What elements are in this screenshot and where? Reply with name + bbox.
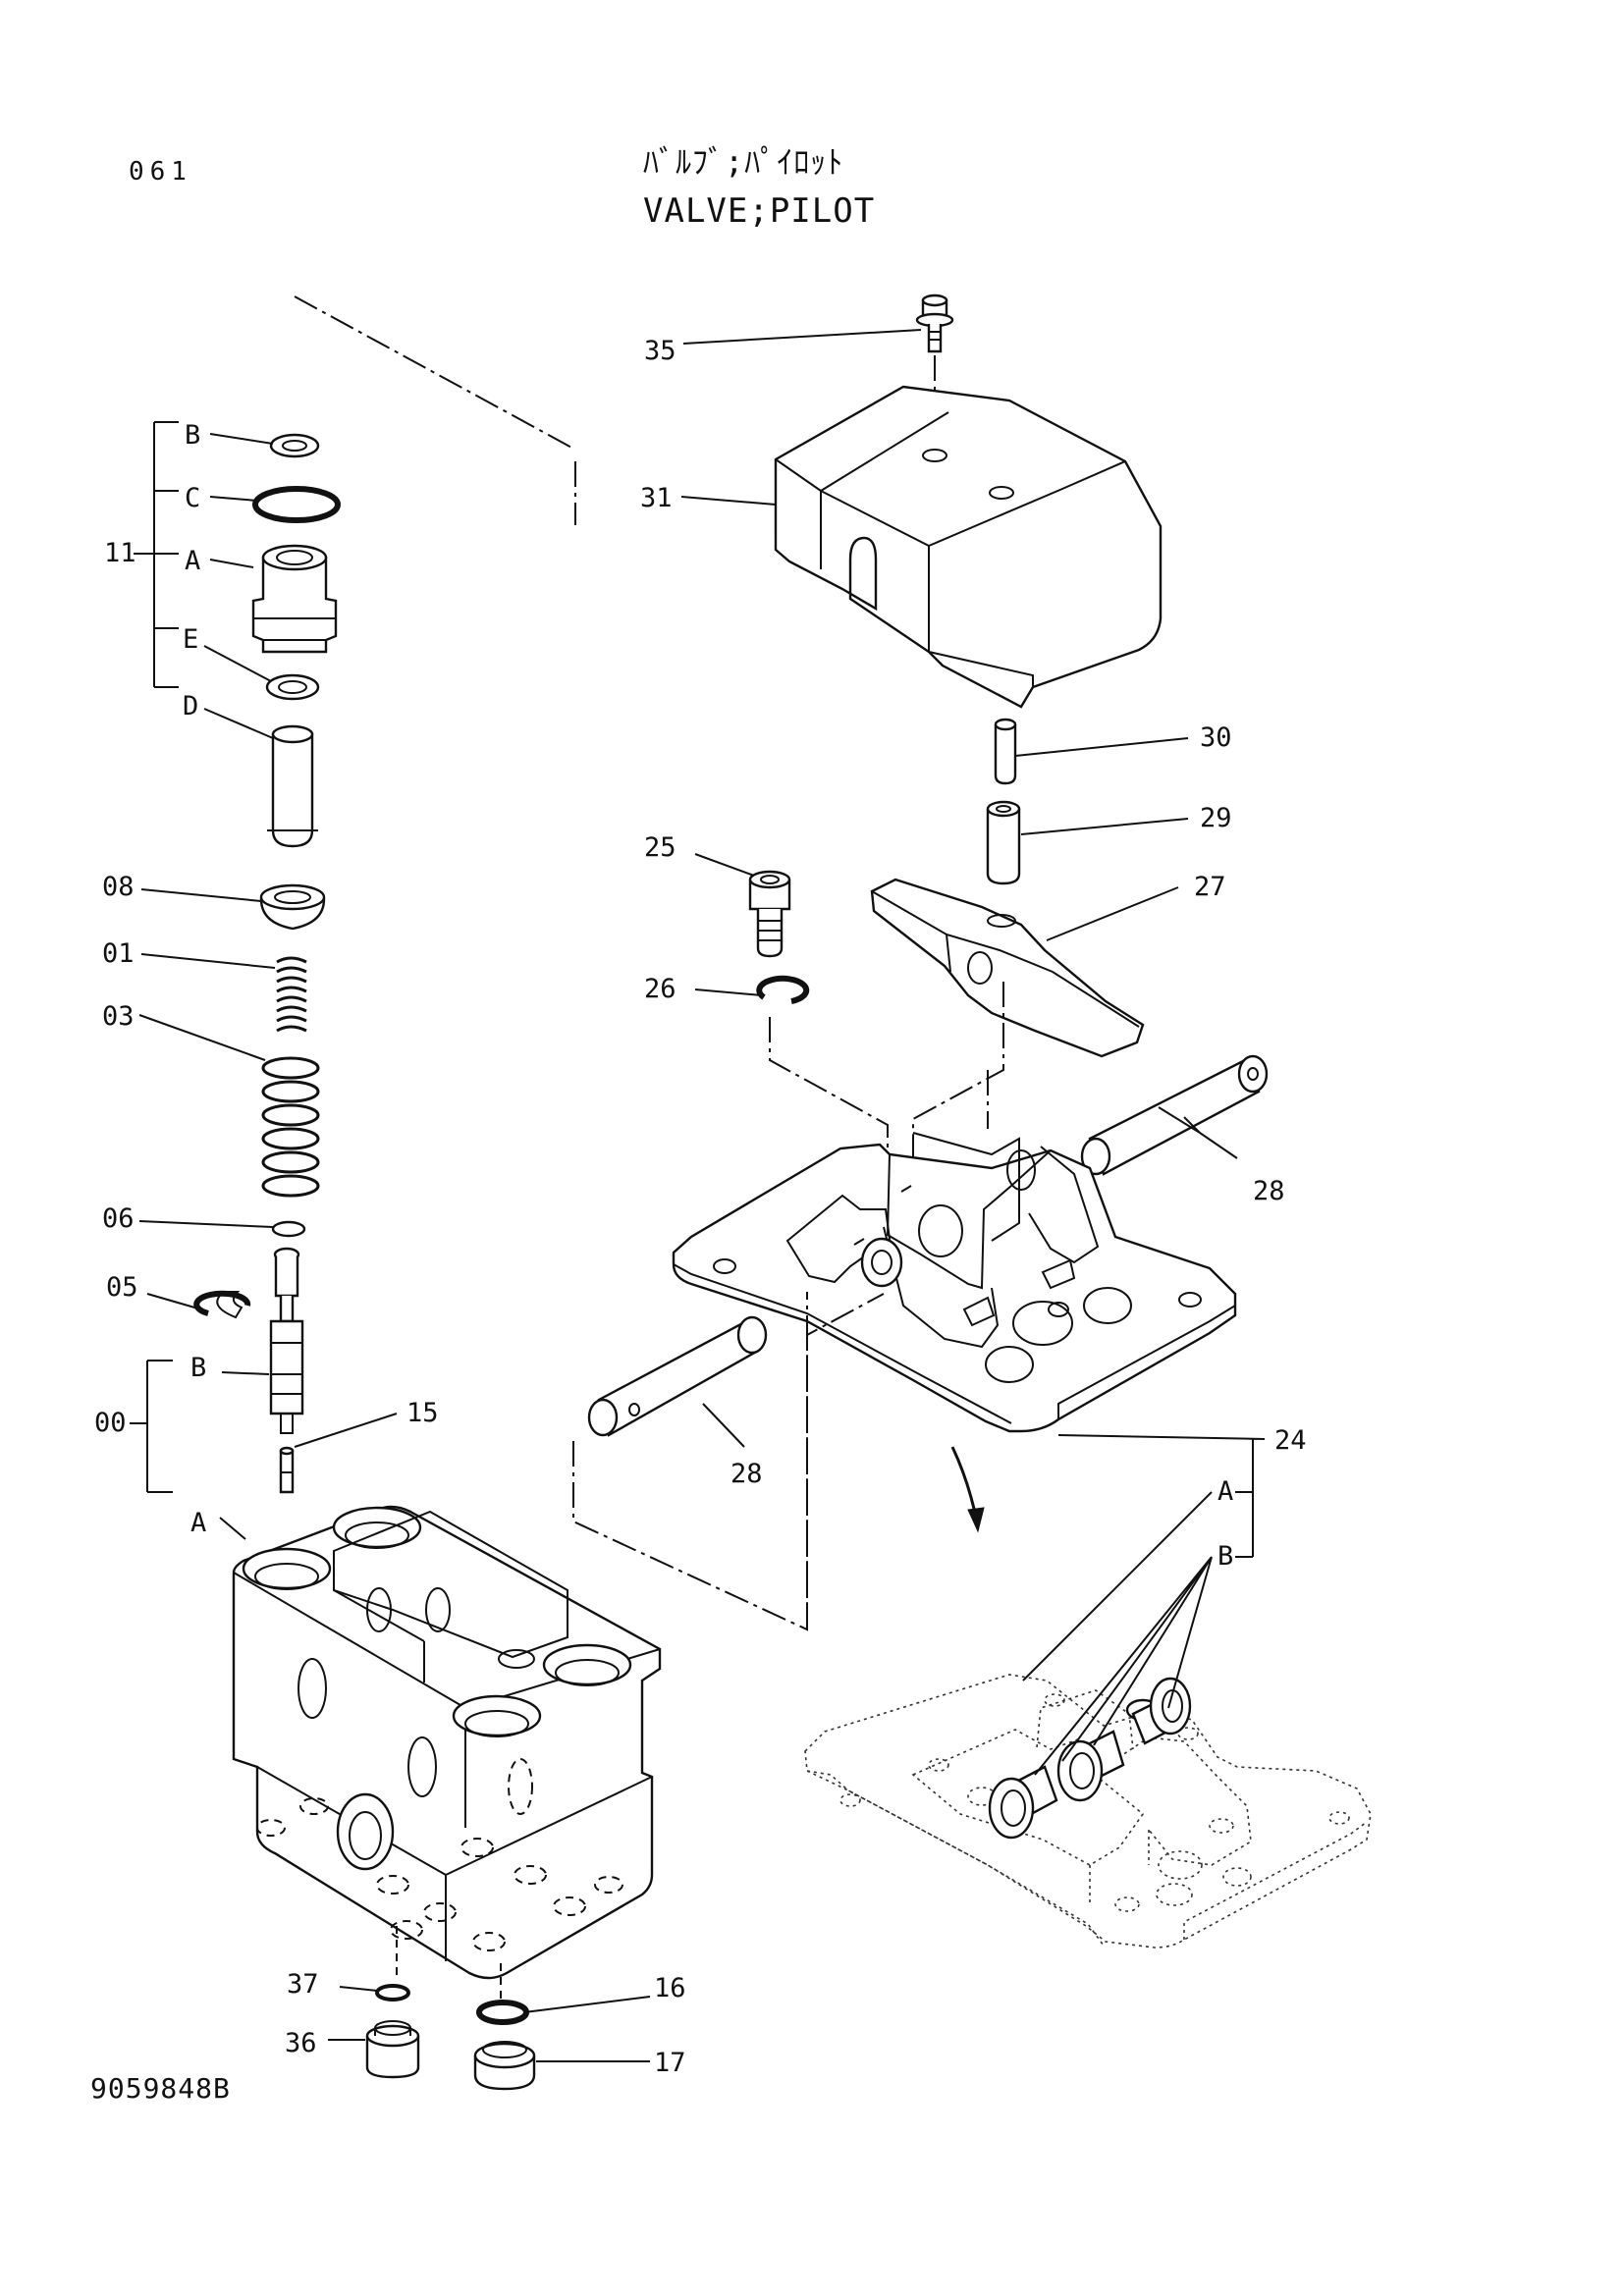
callout-03: 03 bbox=[102, 1001, 135, 1032]
callout-11-e: E bbox=[183, 624, 198, 655]
part-15-pin bbox=[279, 1446, 295, 1494]
part-06-shim bbox=[271, 1220, 306, 1238]
callout-37: 37 bbox=[287, 1969, 319, 2000]
part-11b-bushing bbox=[269, 433, 320, 458]
rotate-arrow-icon bbox=[950, 1446, 985, 1533]
part-24-plate bbox=[672, 1132, 1237, 1433]
part-24b-bushings bbox=[988, 1677, 1192, 1840]
callout-27: 27 bbox=[1194, 872, 1226, 902]
callout-15: 15 bbox=[406, 1398, 439, 1428]
part-27-lever bbox=[870, 878, 1145, 1058]
callout-24-b: B bbox=[1217, 1541, 1233, 1572]
part-31-cover bbox=[774, 385, 1163, 709]
part-01-spring bbox=[276, 956, 307, 1033]
part-11c-o-ring bbox=[252, 486, 341, 523]
callout-26: 26 bbox=[644, 974, 676, 1004]
callout-16: 16 bbox=[654, 1973, 686, 2003]
callout-11-c: C bbox=[185, 483, 200, 513]
part-29-bushing bbox=[986, 800, 1021, 885]
callout-29: 29 bbox=[1200, 803, 1232, 833]
part-30-pin bbox=[994, 718, 1017, 785]
part-11a-casing bbox=[251, 544, 338, 654]
callout-35: 35 bbox=[644, 336, 676, 366]
part-08-spring-seat bbox=[259, 883, 326, 931]
callout-labels: 11 B C A E D 08 01 03 06 05 00 B A 15 37… bbox=[94, 336, 1307, 2078]
part-28-upper-pin bbox=[1080, 1054, 1269, 1176]
part-11d-plunger bbox=[267, 724, 318, 848]
leader-lines bbox=[130, 329, 1266, 2062]
part-25-socket-screw bbox=[748, 870, 791, 958]
callout-06: 06 bbox=[102, 1203, 135, 1234]
part-17-plug bbox=[473, 2041, 536, 2091]
callout-25: 25 bbox=[644, 832, 676, 863]
callout-28-lower: 28 bbox=[730, 1459, 763, 1489]
callout-05: 05 bbox=[106, 1272, 138, 1303]
part-03-return-spring bbox=[261, 1056, 320, 1198]
part-26-snap-ring bbox=[756, 975, 810, 1004]
part-37-o-ring bbox=[375, 1984, 410, 2002]
callout-36: 36 bbox=[285, 2028, 317, 2058]
callout-11-d: D bbox=[183, 691, 198, 721]
callout-08: 08 bbox=[102, 872, 135, 902]
title-english: VALVE;PILOT bbox=[643, 191, 876, 231]
callout-11-a: A bbox=[185, 546, 200, 576]
callout-00-a: A bbox=[190, 1508, 206, 1538]
part-00b-spool bbox=[269, 1247, 304, 1434]
part-35-bolt bbox=[915, 294, 954, 353]
callout-00-b: B bbox=[190, 1353, 206, 1383]
callout-31: 31 bbox=[640, 483, 673, 513]
part-05-snap-ring bbox=[193, 1290, 251, 1319]
part-24-underside-view bbox=[804, 1674, 1372, 1949]
callout-11-b: B bbox=[185, 420, 200, 451]
part-00a-valve-body bbox=[232, 1505, 662, 1980]
callout-24-a: A bbox=[1217, 1476, 1233, 1507]
part-28-lower-pin bbox=[587, 1315, 768, 1437]
page-code: 061 bbox=[129, 157, 192, 187]
callout-24: 24 bbox=[1274, 1425, 1307, 1456]
callout-11: 11 bbox=[104, 538, 136, 568]
part-36-plug bbox=[365, 2020, 420, 2079]
title-japanese: ﾊﾞﾙﾌﾞ;ﾊﾟｲﾛｯﾄ bbox=[643, 143, 844, 181]
callout-17: 17 bbox=[654, 2048, 686, 2078]
callout-00: 00 bbox=[94, 1408, 127, 1438]
callout-01: 01 bbox=[102, 938, 135, 969]
drawing-number: 9059848B bbox=[90, 2072, 231, 2105]
part-16-o-ring bbox=[476, 2000, 529, 2025]
part-11e-seal bbox=[265, 673, 320, 701]
callout-28-upper: 28 bbox=[1253, 1176, 1285, 1206]
callout-30: 30 bbox=[1200, 722, 1232, 753]
